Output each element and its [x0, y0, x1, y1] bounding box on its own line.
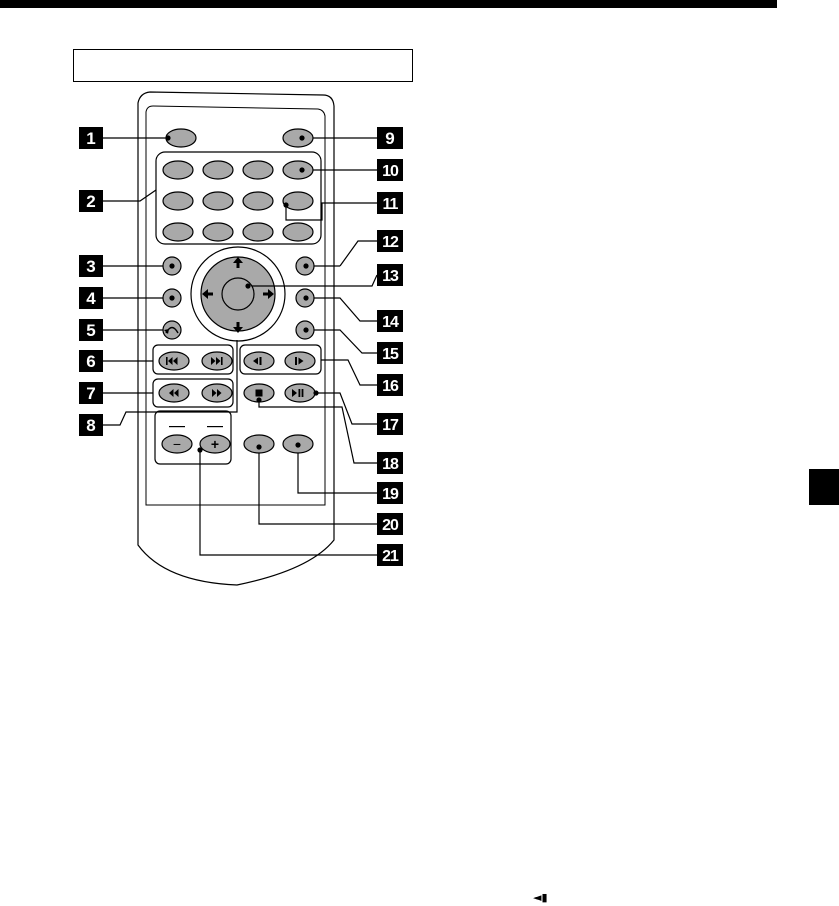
callout-19: 19	[377, 482, 403, 504]
svg-text:2: 2	[86, 192, 95, 211]
svg-text:10: 10	[382, 163, 399, 180]
slow-reverse-button[interactable]	[243, 351, 275, 371]
numpad-button-4[interactable]	[162, 191, 194, 211]
slow-forward-icon	[295, 357, 304, 365]
callout-15: 15	[377, 342, 403, 364]
svg-text:11: 11	[383, 196, 399, 213]
callout-5: 5	[79, 319, 103, 341]
numpad-button-6[interactable]	[242, 191, 274, 211]
svg-text:20: 20	[382, 517, 399, 534]
callout-3: 3	[79, 255, 103, 277]
next-track-icon	[211, 357, 223, 365]
plus-bar-label	[207, 426, 223, 428]
top-right-button[interactable]	[282, 128, 314, 148]
svg-text:21: 21	[382, 548, 399, 565]
previous-track-icon	[166, 357, 178, 365]
callout-12: 12	[377, 230, 403, 252]
section-tab	[809, 469, 839, 505]
numpad-button-8[interactable]	[202, 222, 234, 242]
callout-7: 7	[79, 382, 103, 404]
header-rule	[0, 0, 777, 8]
caption-box	[73, 49, 413, 82]
svg-text:14: 14	[382, 314, 399, 331]
numpad-button-1[interactable]	[162, 160, 194, 180]
callout-14: 14	[377, 310, 403, 332]
callout-10: 10	[377, 159, 403, 181]
slow-reverse-glyph: ◄▮	[533, 891, 548, 904]
numpad-button-2[interactable]	[202, 160, 234, 180]
numpad-button-3[interactable]	[242, 160, 274, 180]
arrow-up-icon[interactable]	[233, 257, 243, 268]
callout-18: 18	[377, 452, 403, 474]
svg-text:9: 9	[385, 129, 394, 148]
callout-11: 11	[377, 192, 403, 214]
plus-icon: +	[211, 436, 219, 452]
fast-forward-icon	[212, 389, 222, 397]
callout-16: 16	[377, 374, 403, 396]
arrow-left-icon[interactable]	[202, 289, 213, 299]
svg-text:13: 13	[382, 268, 399, 285]
svg-text:3: 3	[86, 257, 95, 276]
svg-text:16: 16	[382, 378, 399, 395]
fast-rewind-icon	[169, 389, 179, 397]
minus-icon: −	[173, 436, 181, 452]
svg-text:1: 1	[86, 129, 95, 148]
stop-icon	[255, 389, 263, 397]
callout-21: 21	[377, 544, 403, 566]
svg-text:15: 15	[382, 346, 399, 363]
return-button[interactable]	[162, 320, 182, 340]
slow-reverse-icon	[253, 357, 262, 365]
numpad-button-0[interactable]	[282, 222, 314, 242]
svg-text:7: 7	[86, 384, 95, 403]
volume-group-box	[154, 410, 232, 465]
numpad-button-5[interactable]	[202, 191, 234, 211]
leader-dots	[165, 135, 319, 453]
numpad-button-7[interactable]	[162, 222, 194, 242]
arrow-down-icon[interactable]	[233, 322, 243, 333]
svg-text:17: 17	[382, 417, 399, 434]
callout-6: 6	[79, 350, 103, 372]
bottom-button-20[interactable]	[243, 434, 275, 454]
numpad-button-9[interactable]	[242, 222, 274, 242]
enter-button[interactable]	[221, 277, 255, 311]
callout-20: 20	[377, 513, 403, 535]
callout-9: 9	[377, 127, 403, 149]
svg-text:5: 5	[86, 321, 95, 340]
callout-1: 1	[79, 127, 103, 149]
side-button-10[interactable]	[282, 160, 314, 180]
minus-bar-label	[169, 426, 185, 428]
leader-lines	[103, 137, 378, 556]
svg-text:8: 8	[86, 416, 95, 435]
callout-17: 17	[377, 413, 403, 435]
numpad-group-box	[155, 151, 322, 245]
callout-8: 8	[79, 414, 103, 436]
svg-text:4: 4	[86, 289, 96, 308]
return-arrow-icon	[164, 326, 179, 334]
play-pause-icon	[292, 389, 304, 397]
svg-text:19: 19	[382, 486, 399, 503]
svg-text:18: 18	[382, 456, 399, 473]
svg-text:6: 6	[86, 352, 95, 371]
callout-13: 13	[377, 264, 403, 286]
callout-4: 4	[79, 287, 103, 309]
volume-minus-button[interactable]	[161, 434, 193, 454]
callout-2: 2	[79, 190, 103, 212]
side-button-11[interactable]	[282, 191, 314, 211]
volume-plus-button[interactable]	[199, 434, 231, 454]
arrow-right-icon[interactable]	[263, 289, 274, 299]
skip-group-box	[152, 344, 234, 375]
svg-text:12: 12	[382, 234, 399, 251]
